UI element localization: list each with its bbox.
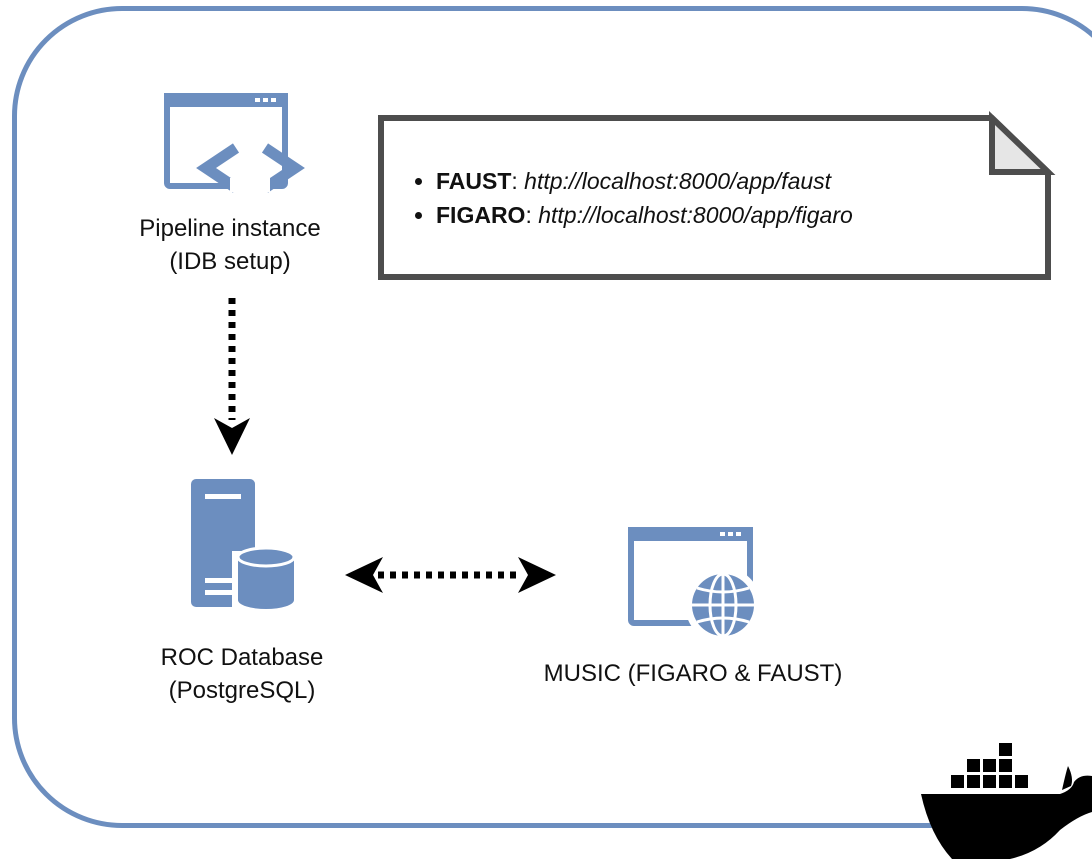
music-label: MUSIC (FIGARO & FAUST) bbox=[480, 657, 906, 690]
pipeline-label-line1: Pipeline instance bbox=[139, 215, 321, 242]
info-note bbox=[378, 110, 1056, 280]
app-name: FAUST bbox=[436, 168, 512, 194]
separator: : bbox=[511, 168, 525, 194]
docker-container-frame bbox=[12, 6, 1092, 828]
note-content: FAUST: http://localhost:8000/app/faust F… bbox=[412, 164, 853, 232]
pipeline-label-line2: (IDB setup) bbox=[169, 248, 291, 275]
separator: : bbox=[525, 202, 539, 228]
database-label-line1: ROC Database bbox=[160, 644, 324, 671]
app-url-link[interactable]: http://localhost:8000/app/faust bbox=[524, 168, 832, 194]
pipeline-instance-label: Pipeline instance (IDB setup) bbox=[105, 212, 355, 278]
list-item: FIGARO: http://localhost:8000/app/figaro bbox=[436, 198, 853, 232]
list-item: FAUST: http://localhost:8000/app/faust bbox=[436, 164, 853, 198]
pipeline-to-database-arrow bbox=[214, 298, 250, 455]
app-url-list: FAUST: http://localhost:8000/app/faust F… bbox=[412, 164, 853, 232]
database-music-arrow bbox=[345, 557, 556, 593]
roc-database-label: ROC Database (PostgreSQL) bbox=[117, 641, 367, 707]
code-window-icon bbox=[164, 93, 305, 193]
app-name: FIGARO bbox=[436, 202, 526, 228]
database-label-line2: (PostgreSQL) bbox=[168, 677, 316, 704]
app-url-link[interactable]: http://localhost:8000/app/figaro bbox=[538, 202, 853, 228]
music-label-line1: MUSIC (FIGARO & FAUST) bbox=[543, 660, 843, 687]
server-database-icon bbox=[191, 479, 296, 611]
docker-whale-icon bbox=[921, 743, 1092, 859]
web-window-globe-icon bbox=[628, 527, 761, 643]
